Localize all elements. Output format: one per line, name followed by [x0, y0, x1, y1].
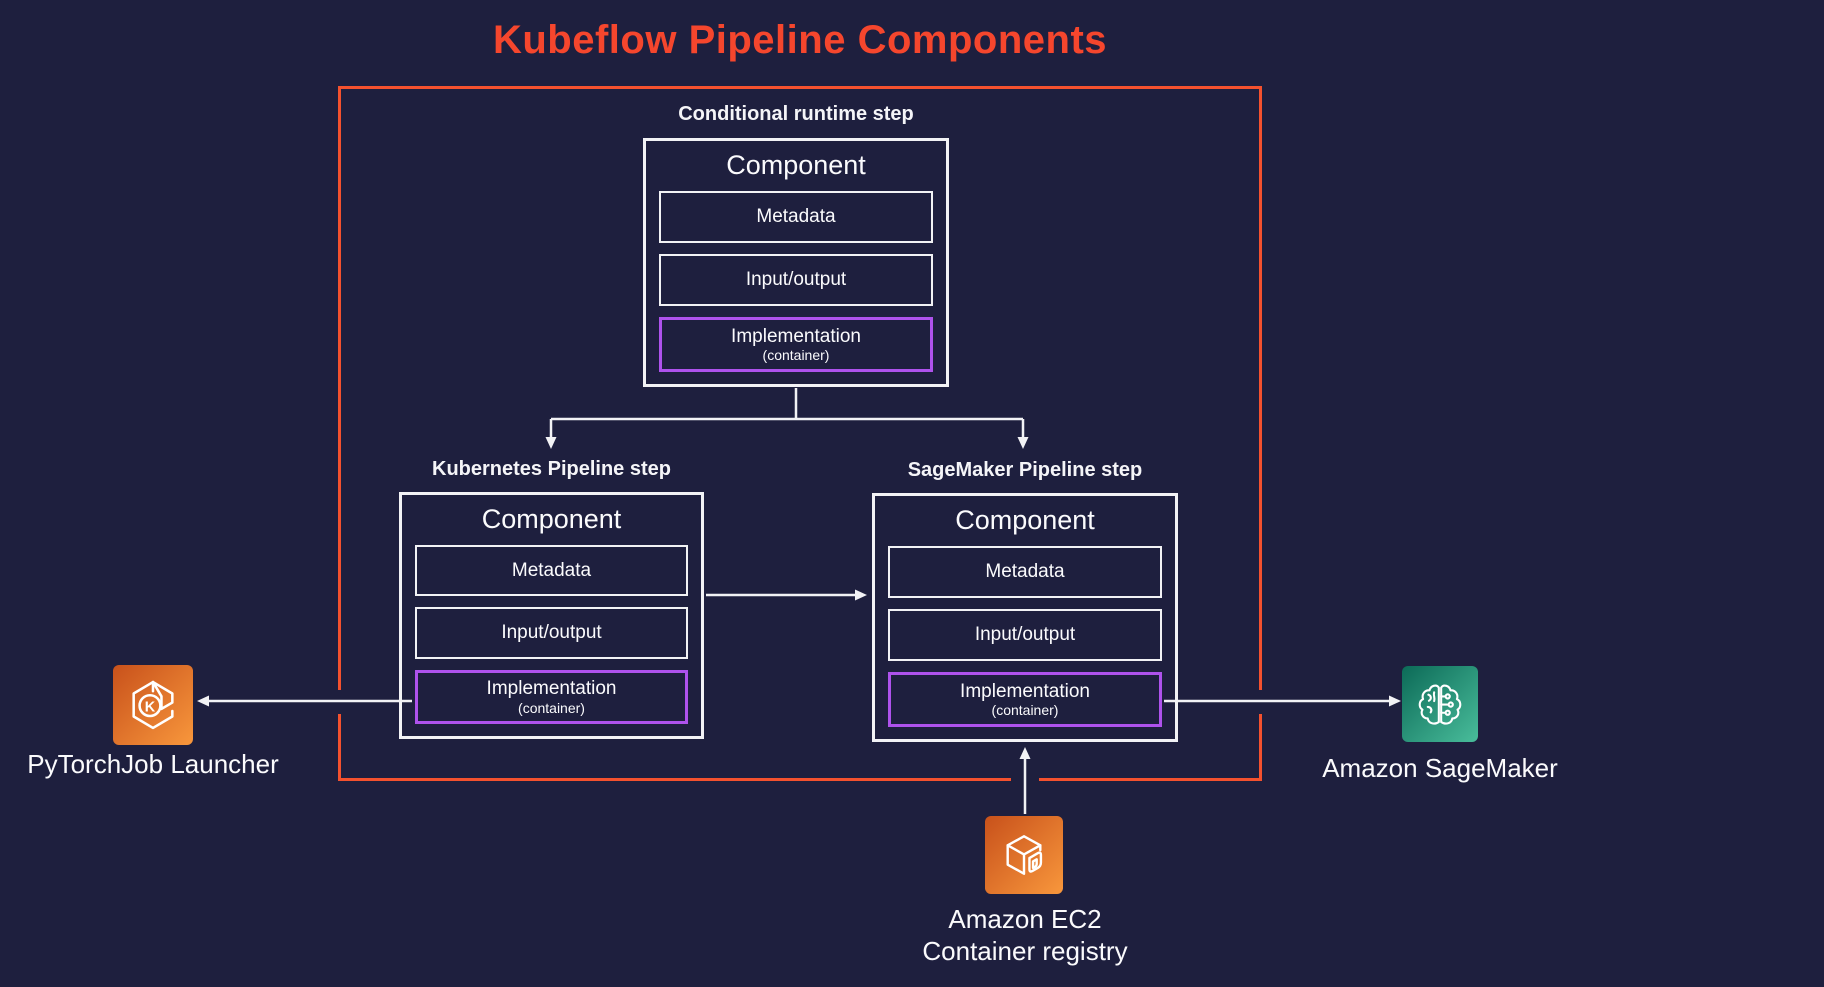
- component-title: Component: [726, 150, 866, 180]
- pytorchjob-launcher-icon: K: [113, 665, 193, 745]
- component-title: Component: [955, 505, 1095, 535]
- container-sublabel: (container): [518, 699, 585, 716]
- kubeflow-hexagon-glyph: K: [132, 680, 174, 730]
- amazon-sagemaker-icon: [1402, 666, 1478, 742]
- kubernetes-implementation-box: Implementation (container): [415, 669, 688, 724]
- implementation-label: Implementation: [960, 680, 1090, 702]
- container-sublabel: (container): [991, 702, 1059, 719]
- sagemaker-input-output-box: Input/output: [888, 609, 1162, 661]
- pytorchjob-launcher-label: PyTorchJob Launcher: [27, 749, 279, 779]
- ec2-container-registry-label: Amazon EC2 Container registry: [875, 903, 1175, 967]
- sagemaker-metadata-box: Metadata: [888, 546, 1162, 598]
- component-title: Component: [481, 504, 622, 534]
- conditional-metadata-box: Metadata: [659, 191, 933, 243]
- amazon-sagemaker-label: Amazon SageMaker: [1322, 753, 1558, 783]
- component-box-kubernetes: Component Metadata Input/output Implemen…: [399, 492, 704, 739]
- kubernetes-input-output-box: Input/output: [415, 607, 688, 659]
- kubernetes-metadata-box: Metadata: [415, 545, 688, 597]
- container-sublabel: (container): [762, 347, 830, 364]
- container-cube-glyph: [1006, 835, 1043, 875]
- conditional-implementation-box: Implementation (container): [659, 317, 933, 372]
- step-label-kubernetes-pipeline: Kubernetes Pipeline step: [432, 458, 671, 480]
- implementation-label: Implementation: [486, 677, 617, 699]
- step-label-conditional-runtime: Conditional runtime step: [678, 103, 914, 125]
- sagemaker-implementation-box: Implementation (container): [888, 672, 1162, 727]
- svg-text:K: K: [145, 699, 156, 715]
- ecr-label-line2: Container registry: [922, 936, 1128, 966]
- step-label-sagemaker-pipeline: SageMaker Pipeline step: [907, 459, 1143, 481]
- implementation-label: Implementation: [731, 325, 861, 347]
- ec2-container-registry-icon: [985, 816, 1063, 894]
- conditional-input-output-box: Input/output: [659, 254, 933, 306]
- ecr-label-line1: Amazon EC2: [948, 904, 1102, 934]
- diagram-title: Kubeflow Pipeline Components: [492, 18, 1108, 62]
- component-box-conditional: Component Metadata Input/output Implemen…: [643, 138, 949, 387]
- pipeline-frame: [338, 86, 1262, 781]
- sagemaker-brain-glyph: [1418, 684, 1462, 725]
- component-box-sagemaker: Component Metadata Input/output Implemen…: [872, 493, 1178, 742]
